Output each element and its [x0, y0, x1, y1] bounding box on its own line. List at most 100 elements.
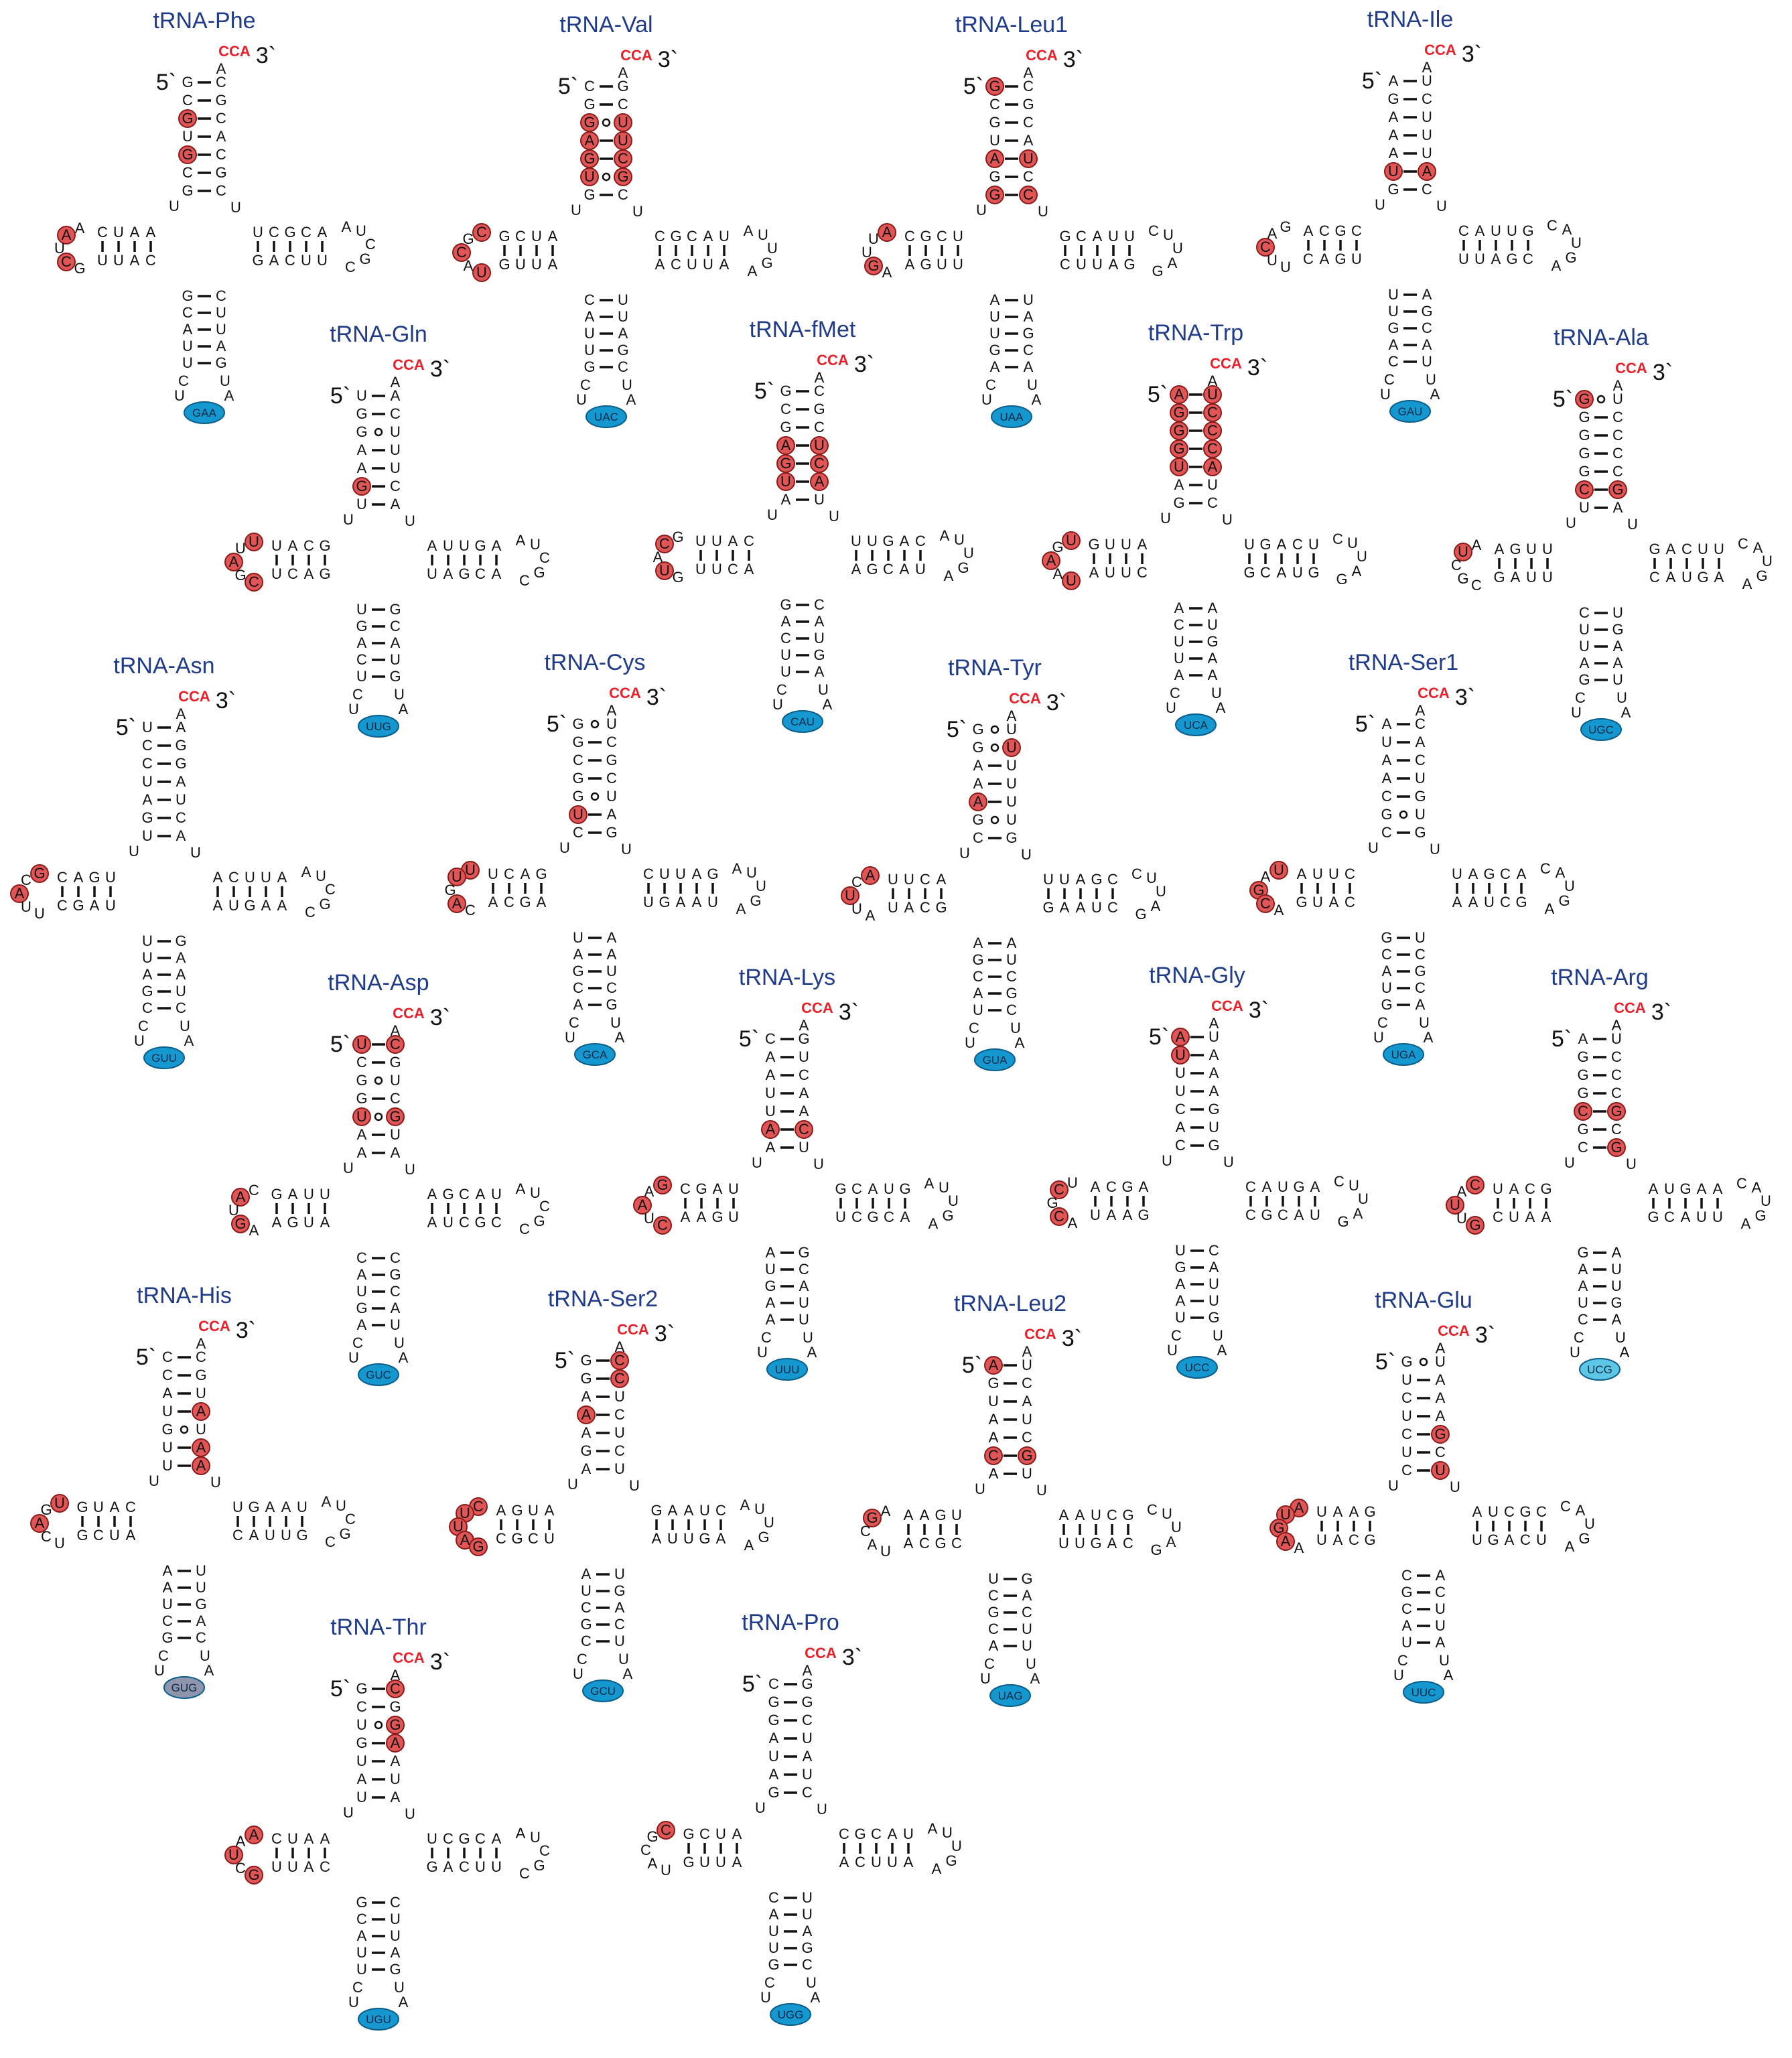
anticodon-loop-nucleotide: U: [1010, 1020, 1021, 1036]
junction-nucleotide: U: [1450, 1479, 1460, 1495]
acceptor-5-nucleotide: G: [1577, 1085, 1588, 1101]
d-loop-nucleotide: A: [1294, 1499, 1304, 1516]
t-stem-nucleotide: A: [652, 1530, 662, 1547]
t-loop-nucleotide: A: [928, 1215, 939, 1232]
acceptor-3-nucleotide: A: [1209, 1083, 1219, 1099]
junction-nucleotide: U: [343, 511, 354, 528]
acceptor-3-nucleotide: U: [1612, 391, 1623, 407]
d-loop-nucleotide: C: [851, 874, 862, 890]
anticodon-stem-nucleotide: G: [1610, 1294, 1622, 1311]
acceptor-5-nucleotide: C: [1175, 1101, 1186, 1117]
acceptor-3-nucleotide: C: [390, 1090, 401, 1107]
anticodon-stem-nucleotide: C: [581, 1599, 592, 1616]
highlighted-nucleotide-marker: [352, 477, 371, 496]
acceptor-5-nucleotide: U: [780, 473, 791, 490]
d-stem-nucleotide: C: [919, 1535, 930, 1552]
d-loop-nucleotide: U: [851, 900, 862, 917]
t-stem-nucleotide: A: [427, 537, 437, 554]
t-stem-nucleotide: A: [1505, 1531, 1515, 1548]
anticodon-label: GCA: [583, 1048, 608, 1061]
d-loop-nucleotide: C: [41, 1528, 52, 1545]
t-loop-nucleotide: A: [1151, 898, 1161, 914]
anticodon-loop-nucleotide: C: [1574, 1329, 1584, 1346]
d-stem-nucleotide: G: [935, 1535, 946, 1552]
three-prime-label: 3`: [1475, 1322, 1495, 1348]
anticodon-stem-nucleotide: A: [607, 946, 617, 963]
acceptor-3-nucleotide: U: [1207, 386, 1218, 403]
t-stem-nucleotide: A: [900, 561, 910, 577]
anticodon-stem-nucleotide: U: [1175, 1242, 1186, 1259]
anticodon-loop-nucleotide: U: [348, 701, 359, 717]
d-stem-nucleotide: U: [711, 561, 722, 577]
d-stem-nucleotide: U: [1105, 564, 1115, 581]
anticodon-loop-nucleotide: C: [764, 1974, 775, 1991]
anticodon-ellipse: [585, 405, 627, 428]
acceptor-3-nucleotide: A: [391, 1734, 401, 1751]
t-stem-nucleotide: A: [839, 1854, 849, 1870]
d-stem-nucleotide: A: [130, 224, 140, 241]
t-loop-nucleotide: A: [1353, 1205, 1363, 1222]
d-stem-nucleotide: A: [1123, 1207, 1133, 1223]
anticodon-stem-nucleotide: U: [1612, 671, 1623, 688]
acceptor-3-nucleotide: U: [614, 1460, 625, 1477]
trna-name-title: tRNA-Ile: [1367, 7, 1453, 32]
d-loop-nucleotide: G: [248, 1866, 259, 1883]
d-loop-nucleotide: A: [1281, 1533, 1291, 1550]
anticodon-stem-nucleotide: U: [142, 949, 153, 966]
acceptor-3-nucleotide: C: [1415, 752, 1426, 768]
anticodon-stem-nucleotide: A: [1007, 935, 1017, 951]
d-stem-nucleotide: A: [320, 1830, 330, 1847]
t-loop-nucleotide: U: [1347, 535, 1358, 551]
t-stem-nucleotide: A: [1107, 1535, 1117, 1552]
acceptor-5-nucleotide: C: [584, 78, 595, 94]
trna-name-title: tRNA-Ser2: [548, 1286, 658, 1312]
t-stem-nucleotide: U: [459, 537, 470, 554]
highlighted-nucleotide-marker: [1418, 162, 1436, 181]
t-stem-nucleotide: G: [1293, 1178, 1304, 1195]
highlighted-nucleotide-marker: [447, 894, 466, 913]
anticodon-ellipse: [1176, 1356, 1218, 1379]
t-stem-nucleotide: U: [1091, 899, 1102, 916]
d-stem-nucleotide: U: [303, 1214, 314, 1231]
five-prime-label: 5`: [1553, 387, 1573, 412]
acceptor-3-nucleotide: U: [1422, 109, 1432, 125]
trna-name-title: tRNA-Asn: [113, 653, 214, 679]
d-loop-nucleotide: A: [644, 1183, 654, 1200]
t-stem-nucleotide: G: [882, 533, 894, 549]
t-loop-nucleotide: G: [957, 559, 969, 576]
d-loop-nucleotide: U: [1280, 1506, 1291, 1523]
highlighted-nucleotide-marker: [1431, 1425, 1450, 1444]
acceptor-3-nucleotide: U: [1209, 1119, 1219, 1136]
acceptor-5-nucleotide: A: [989, 1411, 999, 1428]
d-stem-nucleotide: A: [732, 1854, 742, 1870]
t-stem-nucleotide: G: [474, 537, 486, 554]
t-loop-nucleotide: U: [1162, 1505, 1172, 1522]
anticodon-stem-nucleotide: G: [1421, 303, 1432, 320]
t-stem-nucleotide: G: [244, 897, 255, 914]
anticodon-stem-nucleotide: C: [1022, 1604, 1032, 1621]
d-stem-nucleotide: A: [1495, 541, 1505, 557]
t-stem-nucleotide: A: [1075, 1507, 1085, 1523]
anticodon-stem-nucleotide: U: [768, 1923, 779, 1939]
anticodon-stem-nucleotide: A: [176, 966, 186, 983]
five-prime-label: 5`: [330, 1676, 350, 1702]
t-stem-nucleotide: U: [1124, 228, 1135, 245]
d-stem-nucleotide: G: [683, 1826, 694, 1842]
acceptor-3-nucleotide: U: [390, 460, 401, 476]
t-stem-nucleotide: A: [249, 1527, 259, 1544]
anticodon-stem-nucleotide: A: [973, 935, 983, 951]
d-stem-nucleotide: U: [1121, 564, 1131, 581]
acceptor-3-nucleotide: A: [1422, 163, 1432, 180]
d-loop-nucleotide: U: [54, 1535, 65, 1552]
d-stem-nucleotide: U: [1509, 1209, 1519, 1225]
d-stem-nucleotide: A: [320, 1214, 330, 1231]
highlighted-nucleotide-marker: [224, 553, 243, 571]
d-loop-nucleotide: U: [249, 533, 259, 550]
anticodon-stem-nucleotide: G: [1401, 1584, 1412, 1600]
acceptor-5-nucleotide: A: [357, 441, 367, 458]
t-stem-nucleotide: C: [851, 1209, 862, 1225]
acceptor-3-nucleotide: A: [1022, 1393, 1032, 1410]
